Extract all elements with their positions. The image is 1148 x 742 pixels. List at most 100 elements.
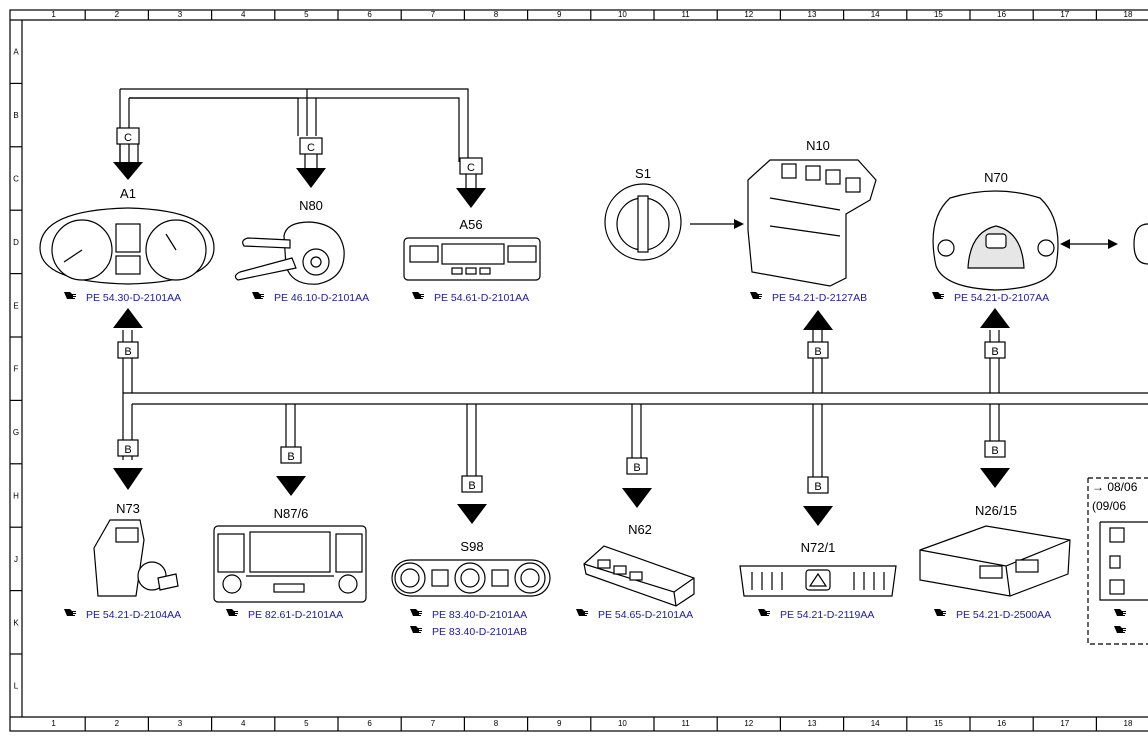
column-number: 16 (997, 719, 1006, 728)
svg-text:A56: A56 (459, 217, 482, 232)
column-number: 9 (557, 10, 562, 19)
n70-overhead-control-panel[interactable]: N70 (932, 170, 1059, 291)
svg-text:N73: N73 (116, 501, 140, 516)
column-number: 3 (178, 719, 183, 728)
n72-1-switch-panel[interactable]: N72/1 (739, 540, 897, 597)
arrow-right-icon (1108, 239, 1118, 249)
n80-steering-column-module[interactable]: N80 (234, 198, 345, 285)
n26-reference[interactable]: PE 54.21-D-2500AA (934, 609, 1051, 621)
svg-text:N10: N10 (806, 138, 830, 153)
arrow-down-icon (113, 162, 143, 180)
a56-tachograph[interactable]: A56 (403, 217, 541, 281)
row-letter: D (13, 238, 19, 247)
column-number: 13 (808, 10, 817, 19)
column-number: 10 (618, 719, 627, 728)
arrow-down-icon (456, 188, 486, 208)
a1-instrument-cluster[interactable]: A1 (39, 186, 215, 285)
svg-text:N26/15: N26/15 (975, 503, 1017, 518)
row-letter: C (13, 175, 19, 184)
svg-text:PE 54.21-D-2104AA: PE 54.21-D-2104AA (86, 609, 181, 621)
svg-text:PE 54.21-D-2119AA: PE 54.21-D-2119AA (780, 609, 874, 621)
svg-text:B: B (991, 346, 998, 358)
n73-ignition-switch[interactable]: N73 (93, 501, 179, 597)
n10-control-unit[interactable]: N10 (747, 138, 877, 287)
column-number: 7 (431, 719, 436, 728)
column-number: 9 (557, 719, 562, 728)
n70-reference[interactable]: PE 54.21-D-2107AA (932, 292, 1049, 304)
row-letter: K (13, 618, 19, 627)
column-number: 15 (934, 10, 943, 19)
column-number: 13 (808, 719, 817, 728)
svg-text:PE 54.21-D-2107AA: PE 54.21-D-2107AA (954, 292, 1049, 304)
svg-text:B: B (287, 451, 294, 463)
svg-text:N80: N80 (299, 198, 323, 213)
n26-15-control-unit[interactable]: N26/15 (919, 503, 1071, 597)
svg-text:S98: S98 (460, 539, 483, 554)
c-connector-a56: C (456, 157, 486, 208)
column-number: 2 (115, 719, 120, 728)
arrow-left-icon (1060, 239, 1070, 249)
row-letter: A (13, 48, 19, 57)
svg-text:(09/06: (09/06 (1092, 499, 1126, 513)
n87-6-radio[interactable]: N87/6 (213, 506, 367, 603)
row-letter: L (14, 682, 19, 691)
s98-reference[interactable]: PE 83.40-D-2101AA (410, 609, 527, 621)
column-number: 5 (304, 10, 309, 19)
n80-reference[interactable]: PE 46.10-D-2101AA (252, 292, 369, 304)
n72-reference[interactable]: PE 54.21-D-2119AA (758, 609, 874, 621)
column-number: 3 (178, 10, 183, 19)
column-number: 8 (494, 10, 499, 19)
svg-text:PE 46.10-D-2101AA: PE 46.10-D-2101AA (274, 292, 369, 304)
s98-reference-2[interactable]: PE 83.40-D-2101AB (410, 626, 527, 638)
hazard-icon (808, 572, 828, 587)
column-number: 4 (241, 10, 246, 19)
column-number: 18 (1124, 719, 1133, 728)
column-number: 8 (494, 719, 499, 728)
arrow-down-icon (622, 488, 652, 508)
svg-text:PE 82.61-D-2101AA: PE 82.61-D-2101AA (248, 609, 343, 621)
svg-text:N70: N70 (984, 170, 1008, 185)
svg-text:C: C (307, 142, 315, 154)
column-number: 11 (681, 10, 690, 19)
svg-text:PE 83.40-D-2101AA: PE 83.40-D-2101AA (432, 609, 527, 621)
svg-text:N87/6: N87/6 (274, 506, 309, 521)
s98-switch-panel[interactable]: S98 (391, 539, 551, 597)
column-number: 14 (871, 10, 880, 19)
arrow-down-icon (803, 506, 833, 526)
column-ticks: 1122334455667788991010111112121313141415… (51, 10, 1133, 731)
arrow-down-icon (457, 504, 487, 524)
n10-reference[interactable]: PE 54.21-D-2127AB (750, 292, 867, 304)
column-number: 17 (1060, 719, 1069, 728)
a1-reference[interactable]: PE 54.30-D-2101AA (64, 292, 181, 304)
column-number: 16 (997, 10, 1006, 19)
arrow-down-icon (276, 476, 306, 496)
n87-reference[interactable]: PE 82.61-D-2101AA (226, 609, 343, 621)
n73-reference[interactable]: PE 54.21-D-2104AA (64, 609, 181, 621)
svg-text:C: C (467, 162, 475, 174)
column-number: 6 (367, 10, 372, 19)
arrow-up-icon (803, 310, 833, 330)
row-letter: B (13, 111, 18, 120)
arrow-up-icon (113, 308, 143, 328)
a56-reference[interactable]: PE 54.61-D-2101AA (412, 292, 529, 304)
offpage-component (1133, 223, 1148, 265)
c-bus: C C C (113, 88, 486, 208)
c-connector-a1: C (113, 127, 143, 180)
n62-reference[interactable]: PE 54.65-D-2101AA (576, 609, 693, 621)
svg-text:→ 08/06: → 08/06 (1092, 480, 1138, 494)
s1-light-switch[interactable]: S1 (604, 166, 682, 261)
svg-text:PE 54.21-D-2127AB: PE 54.21-D-2127AB (772, 292, 867, 304)
column-number: 12 (744, 719, 753, 728)
b-bus: B B B B B B B B B (113, 308, 1148, 526)
n62-control-unit[interactable]: N62 (583, 522, 695, 607)
arrow-down-icon (296, 168, 326, 188)
column-number: 15 (934, 719, 943, 728)
column-number: 5 (304, 719, 309, 728)
side-variant-box: → 08/06 (09/06 (1087, 477, 1148, 645)
svg-text:PE 83.40-D-2101AB: PE 83.40-D-2101AB (432, 626, 527, 638)
column-number: 11 (681, 719, 690, 728)
column-number: 1 (51, 719, 56, 728)
svg-text:B: B (814, 481, 821, 493)
svg-text:PE 54.65-D-2101AA: PE 54.65-D-2101AA (598, 609, 693, 621)
column-number: 7 (431, 10, 436, 19)
